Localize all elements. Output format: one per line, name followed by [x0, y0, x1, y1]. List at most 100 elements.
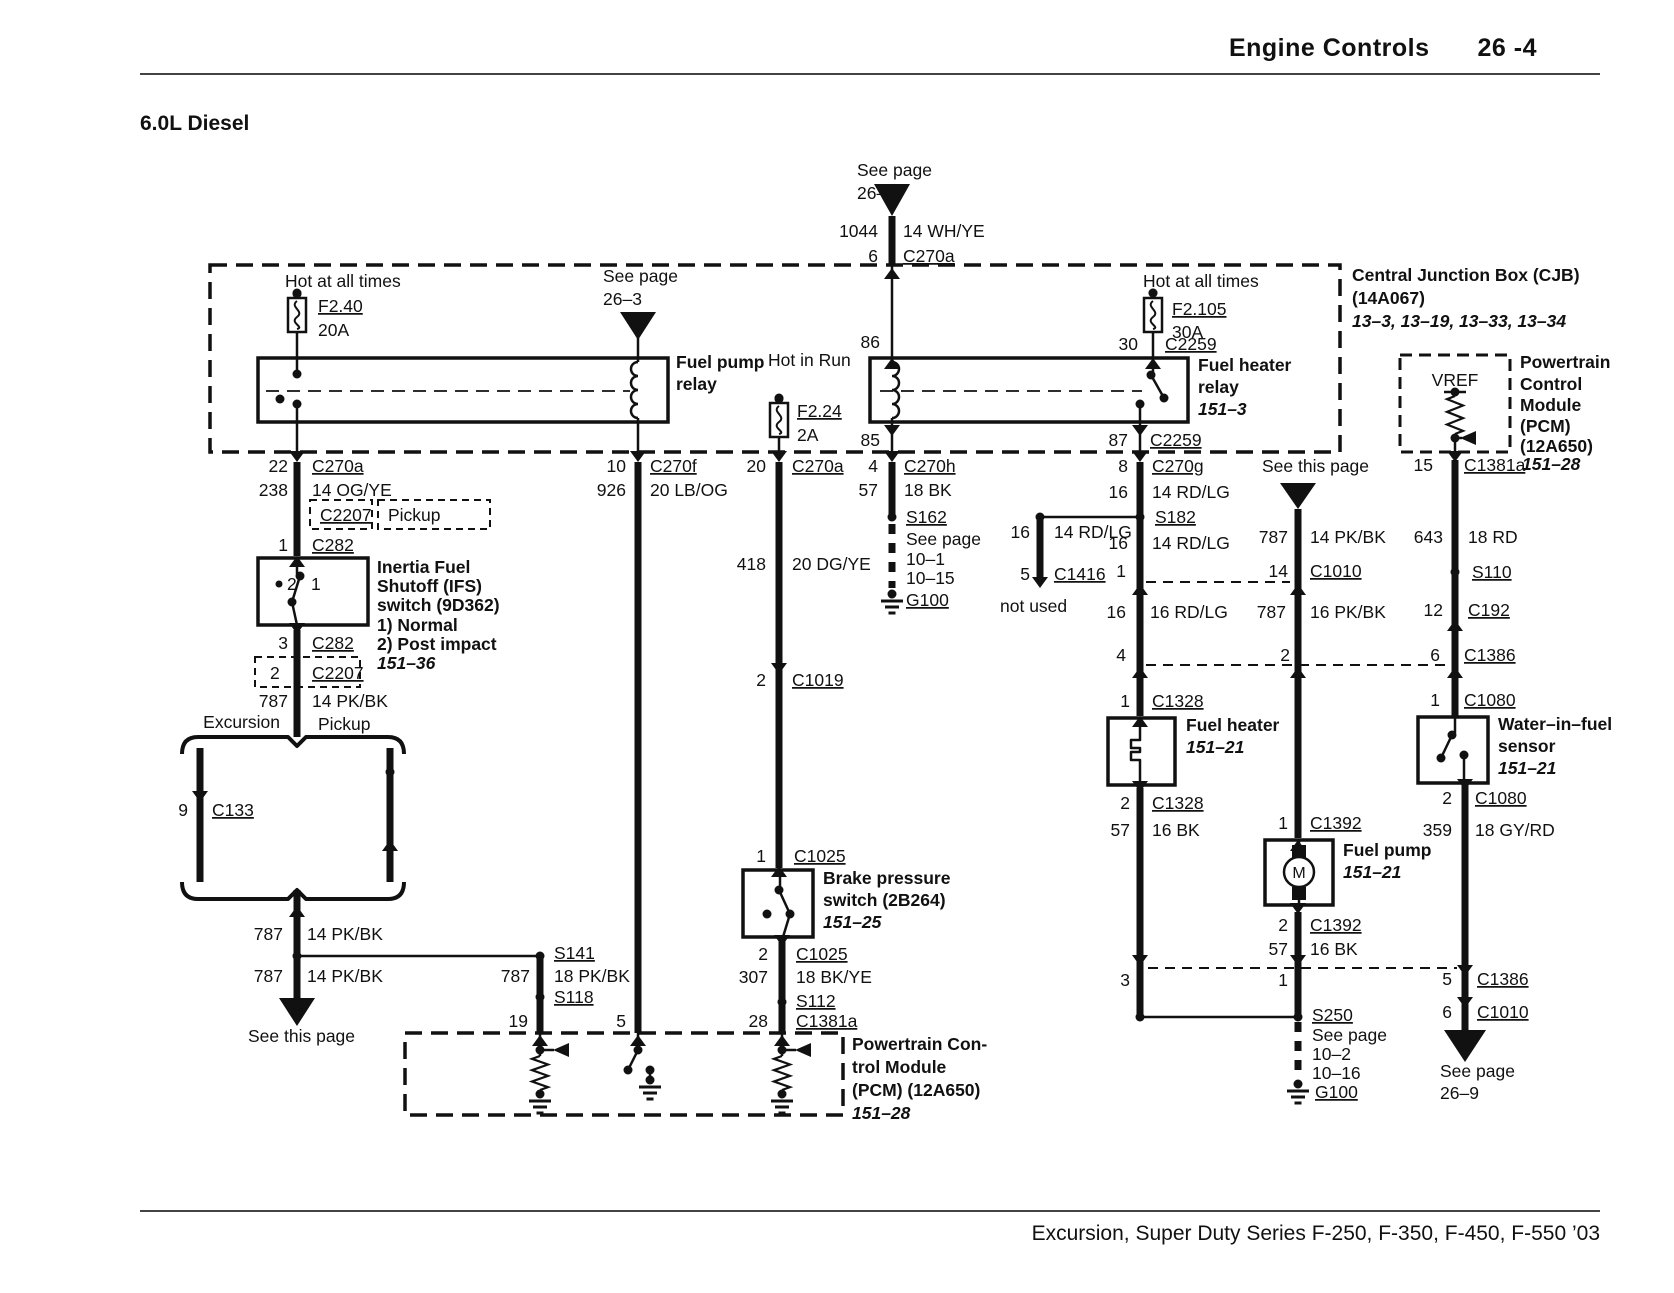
label-20: 20 — [747, 456, 767, 476]
label-16: 16 — [1109, 482, 1128, 502]
connector-arrow-up-icon — [532, 1035, 548, 1046]
junction-dot — [762, 909, 772, 919]
label-14-pk-bk: 14 PK/BK — [1310, 527, 1386, 547]
label-c133: C133 — [212, 800, 254, 820]
label-787: 787 — [1257, 602, 1286, 622]
page-ref-triangle-d — [620, 312, 656, 340]
junction-dot — [774, 885, 784, 895]
fuel-pump-relay-box — [256, 356, 670, 424]
junction-dot — [1450, 433, 1460, 443]
label-787: 787 — [259, 691, 288, 711]
label-926: 926 — [597, 480, 626, 500]
label-f2-24: F2.24 — [797, 401, 842, 421]
label-14a067: (14A067) — [1352, 288, 1425, 308]
label-151-25: 151–25 — [823, 912, 882, 932]
label-s118: S118 — [554, 987, 594, 1007]
label-c1019: C1019 — [792, 670, 844, 690]
junction-dot — [1447, 730, 1457, 740]
label-c1025: C1025 — [796, 944, 848, 964]
junction-dot — [1135, 1012, 1145, 1022]
fuse-element — [1149, 300, 1157, 330]
connector-box-c2207-bottom — [254, 656, 361, 688]
label-14-og-ye: 14 OG/YE — [312, 480, 392, 500]
junction-dot — [1436, 753, 1446, 763]
connector-arrow-up-icon — [630, 1035, 646, 1046]
label-c282: C282 — [312, 535, 354, 555]
label-c1386: C1386 — [1464, 645, 1516, 665]
junction-dot — [1146, 370, 1156, 380]
ground-dot — [535, 1089, 545, 1099]
connector-arrow-up-icon — [884, 268, 900, 279]
label-1: 1 — [1116, 561, 1126, 581]
label-307: 307 — [739, 967, 768, 987]
label-not-used: not used — [1000, 596, 1067, 616]
label-6: 6 — [1442, 1002, 1452, 1022]
ground-dot — [645, 1075, 655, 1085]
label-f2-105: F2.105 — [1172, 299, 1226, 319]
connector-arrow-down-icon — [1132, 781, 1148, 792]
page-ref-triangle-h — [279, 998, 315, 1026]
label-brake-pressure: Brake pressure — [823, 868, 951, 888]
label-s141: S141 — [554, 943, 595, 963]
junction-dot — [275, 394, 285, 404]
label-6: 6 — [1430, 645, 1440, 665]
branch-brace-bottom — [180, 881, 406, 901]
label-26-3: 26–3 — [603, 289, 642, 309]
ground-dot — [777, 1089, 787, 1099]
label-c270g: C270g — [1152, 456, 1204, 476]
label-see-page: See page — [857, 160, 932, 180]
label-18-gy-rd: 18 GY/RD — [1475, 820, 1555, 840]
label-18-pk-bk: 18 PK/BK — [554, 966, 630, 986]
water-in-fuel-sensor-box — [1416, 715, 1490, 785]
label-excursion: Excursion — [203, 712, 280, 732]
junction-dot — [1450, 567, 1460, 577]
label-1: 1 — [311, 574, 321, 594]
connector-arrow-up-icon — [1447, 620, 1463, 631]
label-151-21: 151–21 — [1498, 758, 1556, 778]
connector-arrow-down-icon — [771, 451, 787, 462]
label-12a650: (12A650) — [1520, 436, 1593, 456]
label-f2-40: F2.40 — [318, 296, 363, 316]
junction-dot — [1450, 387, 1460, 397]
junction-dot — [1293, 1012, 1303, 1022]
label-787: 787 — [254, 966, 283, 986]
label-238: 238 — [259, 480, 288, 500]
label-see-page: See page — [1440, 1061, 1515, 1081]
label-16: 16 — [1109, 533, 1128, 553]
label-central-junction-box-cjb: Central Junction Box (CJB) — [1352, 265, 1580, 285]
label-c1381a: C1381a — [796, 1011, 858, 1031]
label-12: 12 — [1424, 600, 1443, 620]
junction-dot — [535, 1045, 545, 1055]
label-4: 4 — [1116, 645, 1126, 665]
junction-dot — [777, 1045, 787, 1055]
label-pcm: (PCM) — [1520, 416, 1571, 436]
junction-dot — [385, 767, 395, 777]
junction-dot — [287, 597, 297, 607]
label-18-rd: 18 RD — [1468, 527, 1518, 547]
label-relay: relay — [1198, 377, 1239, 397]
connector-box-c2207-top — [309, 499, 373, 530]
fuel-heater-box — [1106, 716, 1177, 787]
label-16-bk: 16 BK — [1310, 939, 1358, 959]
label-9: 9 — [178, 800, 188, 820]
label-418: 418 — [737, 554, 766, 574]
ground-dot — [1293, 1079, 1303, 1089]
junction-dot — [777, 997, 787, 1007]
connector-arrow-down-icon — [1132, 425, 1148, 436]
label-1044: 1044 — [839, 221, 878, 241]
label-19: 19 — [509, 1011, 528, 1031]
connector-arrow-down-icon — [1132, 451, 1148, 462]
heater-element-symbol — [1129, 718, 1142, 785]
junction-dot — [1135, 512, 1145, 522]
connector-arrow-down-icon — [1290, 903, 1306, 914]
label-water-in-fuel: Water–in–fuel — [1498, 714, 1612, 734]
label-module: Module — [1520, 395, 1582, 415]
label-151-28: 151–28 — [1522, 454, 1581, 474]
label-c2207: C2207 — [312, 663, 364, 683]
motor-symbol — [1282, 855, 1316, 889]
label-16-rd-lg: 16 RD/LG — [1150, 602, 1228, 622]
junction-dot — [645, 1065, 655, 1075]
label-10: 10 — [607, 456, 627, 476]
label-57: 57 — [859, 480, 878, 500]
